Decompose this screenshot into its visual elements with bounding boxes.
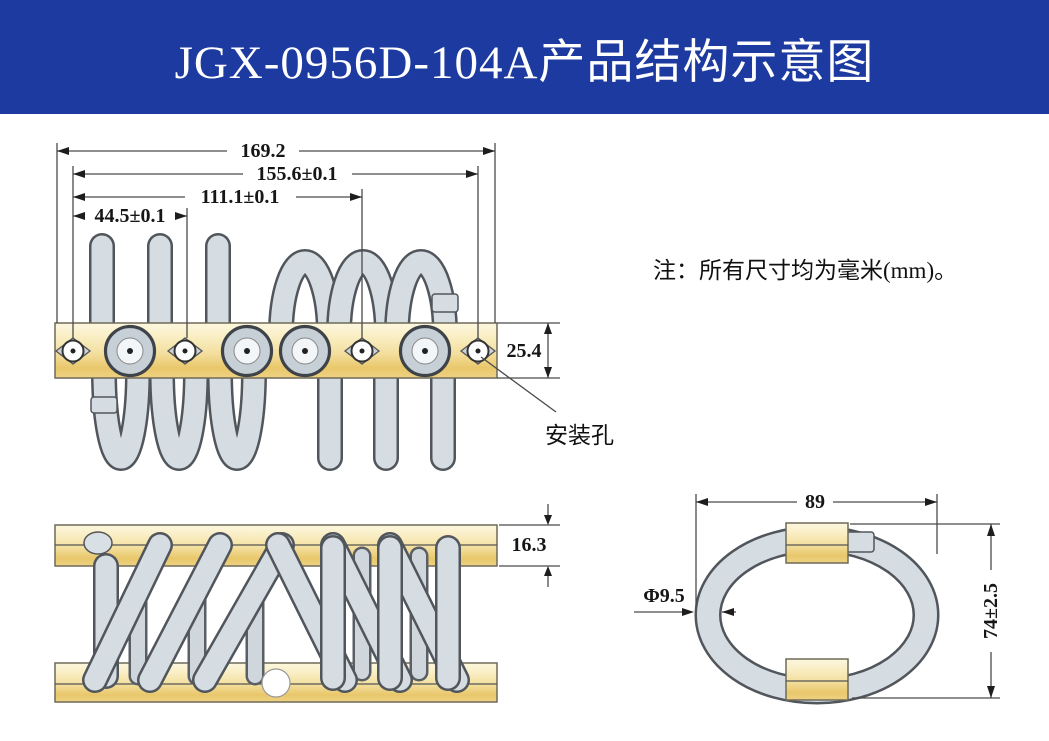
dim-text-hole-span-mid: 111.1±0.1 <box>201 186 280 208</box>
wire-clamp-hole <box>103 324 157 378</box>
page-title: JGX-0956D-104A产品结构示意图 <box>174 36 875 89</box>
top-plate-hole <box>83 531 113 555</box>
mount-hole-label: 安装孔 <box>545 423 614 448</box>
mount-hole <box>166 337 204 365</box>
dim-text-ring-height: 74±2.5 <box>980 583 1002 639</box>
dim-hole-span-inner: 44.5±0.1 <box>73 205 188 338</box>
side-view: 16.3 <box>54 504 560 703</box>
dim-text-plate-width: 25.4 <box>507 340 542 362</box>
dim-hole-span-mid: 111.1±0.1 <box>73 186 363 338</box>
top-clamp <box>785 522 849 564</box>
bottom-clamp <box>785 658 849 701</box>
dim-text-wire-diameter: Φ9.5 <box>643 585 685 607</box>
dim-text-overall-width: 169.2 <box>241 140 286 162</box>
dim-text-hole-span-inner: 44.5±0.1 <box>95 205 166 227</box>
wire-clamp-hole <box>398 324 452 378</box>
dim-hole-span-outer: 155.6±0.1 <box>72 163 479 338</box>
dim-ring-width: 89 <box>695 491 938 607</box>
dim-text-hole-span-outer: 155.6±0.1 <box>257 163 338 185</box>
units-note: 注：所有尺寸均为毫米(mm)。 <box>653 258 957 283</box>
wire-clamp-hole <box>220 324 274 378</box>
dim-plate-width: 25.4 <box>497 322 560 379</box>
mount-hole <box>54 337 92 365</box>
mount-hole <box>459 337 497 365</box>
technical-drawing: 169.2 155.6±0.1 111.1±0.1 <box>54 140 1002 705</box>
end-view: 89 74±2.5 Φ9.5 <box>634 491 1002 705</box>
dim-overall-width: 169.2 <box>56 140 496 323</box>
mount-hole <box>343 337 381 365</box>
dim-plate-thickness: 16.3 <box>499 504 560 587</box>
bottom-plate-hole <box>261 668 291 698</box>
top-view: 169.2 155.6±0.1 111.1±0.1 <box>54 140 614 458</box>
wire-rope-coil <box>90 246 459 458</box>
wire-rope-lattice <box>95 545 457 680</box>
wire-end-crimp <box>845 531 875 553</box>
title-banner: JGX-0956D-104A产品结构示意图 <box>0 0 1049 114</box>
wire-end-crimp <box>90 396 118 414</box>
dim-text-plate-thickness: 16.3 <box>512 534 547 556</box>
mount-hole-callout: 安装孔 <box>480 356 614 448</box>
dim-ring-height: 74±2.5 <box>850 523 1002 699</box>
dim-wire-diameter: Φ9.5 <box>634 585 736 616</box>
wire-end-crimp <box>431 293 459 313</box>
dim-text-ring-width: 89 <box>805 491 825 513</box>
wire-clamp-hole <box>278 324 332 378</box>
